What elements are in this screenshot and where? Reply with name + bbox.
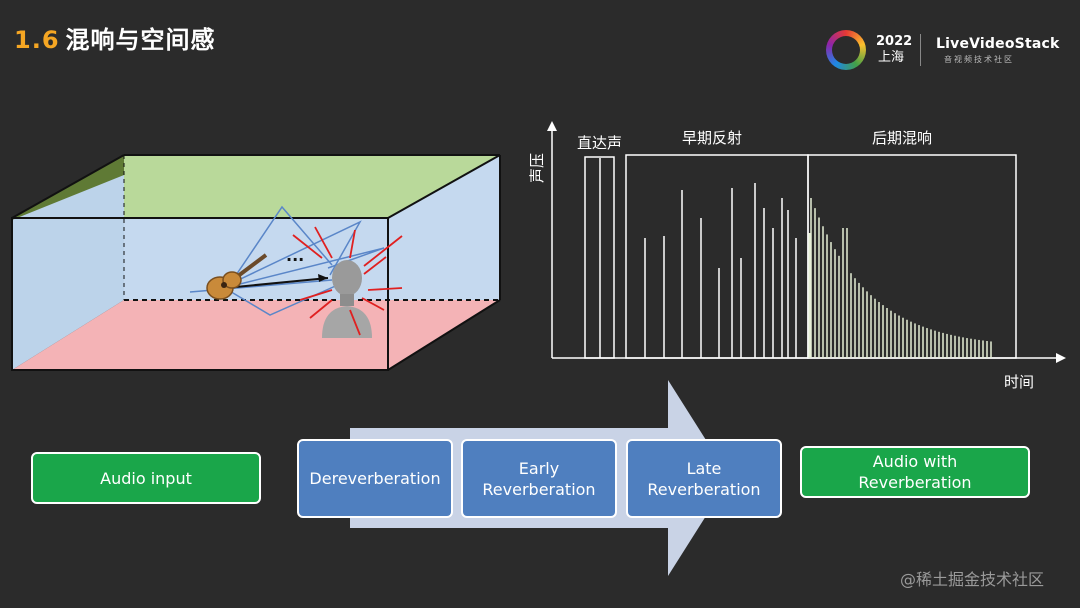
section-late-label: 后期混响: [872, 129, 932, 147]
brand-year: 2022: [876, 34, 913, 49]
reflection-path-4: [227, 220, 362, 286]
early-reflection-region: [625, 154, 809, 359]
direct-sound-arrow: [224, 277, 329, 289]
impulse-lines: [599, 158, 992, 358]
early-reverberation-label: Early Reverberation: [482, 458, 596, 499]
late-reverberation-box: Late Reverberation: [626, 439, 782, 518]
x-axis-label: 时间: [1004, 373, 1034, 391]
svg-text:···: ···: [286, 250, 304, 269]
reflection-path-1: [227, 205, 333, 288]
incident-arrows: [292, 226, 403, 336]
impulse-response-graph: 声压 时间 直达声 早期反射 后期混响: [528, 121, 1066, 391]
room-floor: [12, 300, 500, 370]
early-reverberation-box: Early Reverberation: [461, 439, 617, 518]
guitar-icon: [206, 253, 268, 300]
listener-head-icon: [322, 260, 372, 338]
brand-logo: 2022 上海 LiveVideoStack 音视频技术社区: [826, 28, 1076, 72]
section-direct-label: 直达声: [577, 134, 622, 152]
brand-subtitle: 音视频技术社区: [944, 55, 1014, 64]
dereverberation-label: Dereverberation: [309, 469, 441, 488]
title-number: 1.6: [14, 26, 60, 54]
brand-name: LiveVideoStack: [936, 36, 1060, 52]
audio-output-label: Audio with Reverberation: [858, 452, 972, 492]
watermark: @稀土掘金技术社区: [900, 570, 1045, 589]
brand-divider: [920, 34, 921, 66]
section-early-label: 早期反射: [682, 129, 742, 147]
conference-logo-icon: [826, 30, 866, 70]
audio-input-box: Audio input: [31, 452, 261, 504]
audio-input-label: Audio input: [100, 468, 192, 488]
dereverberation-box: Dereverberation: [297, 439, 453, 518]
brand-city: 上海: [878, 50, 905, 65]
audio-output-box: Audio with Reverberation: [800, 446, 1030, 498]
title-text: 混响与空间感: [65, 26, 216, 54]
room-illustration: ···: [11, 154, 501, 371]
late-reverberation-region: [807, 154, 1017, 359]
late-reverberation-label: Late Reverberation: [647, 458, 761, 499]
room-ceiling: [12, 155, 500, 218]
y-axis-label: 声压: [528, 153, 546, 183]
